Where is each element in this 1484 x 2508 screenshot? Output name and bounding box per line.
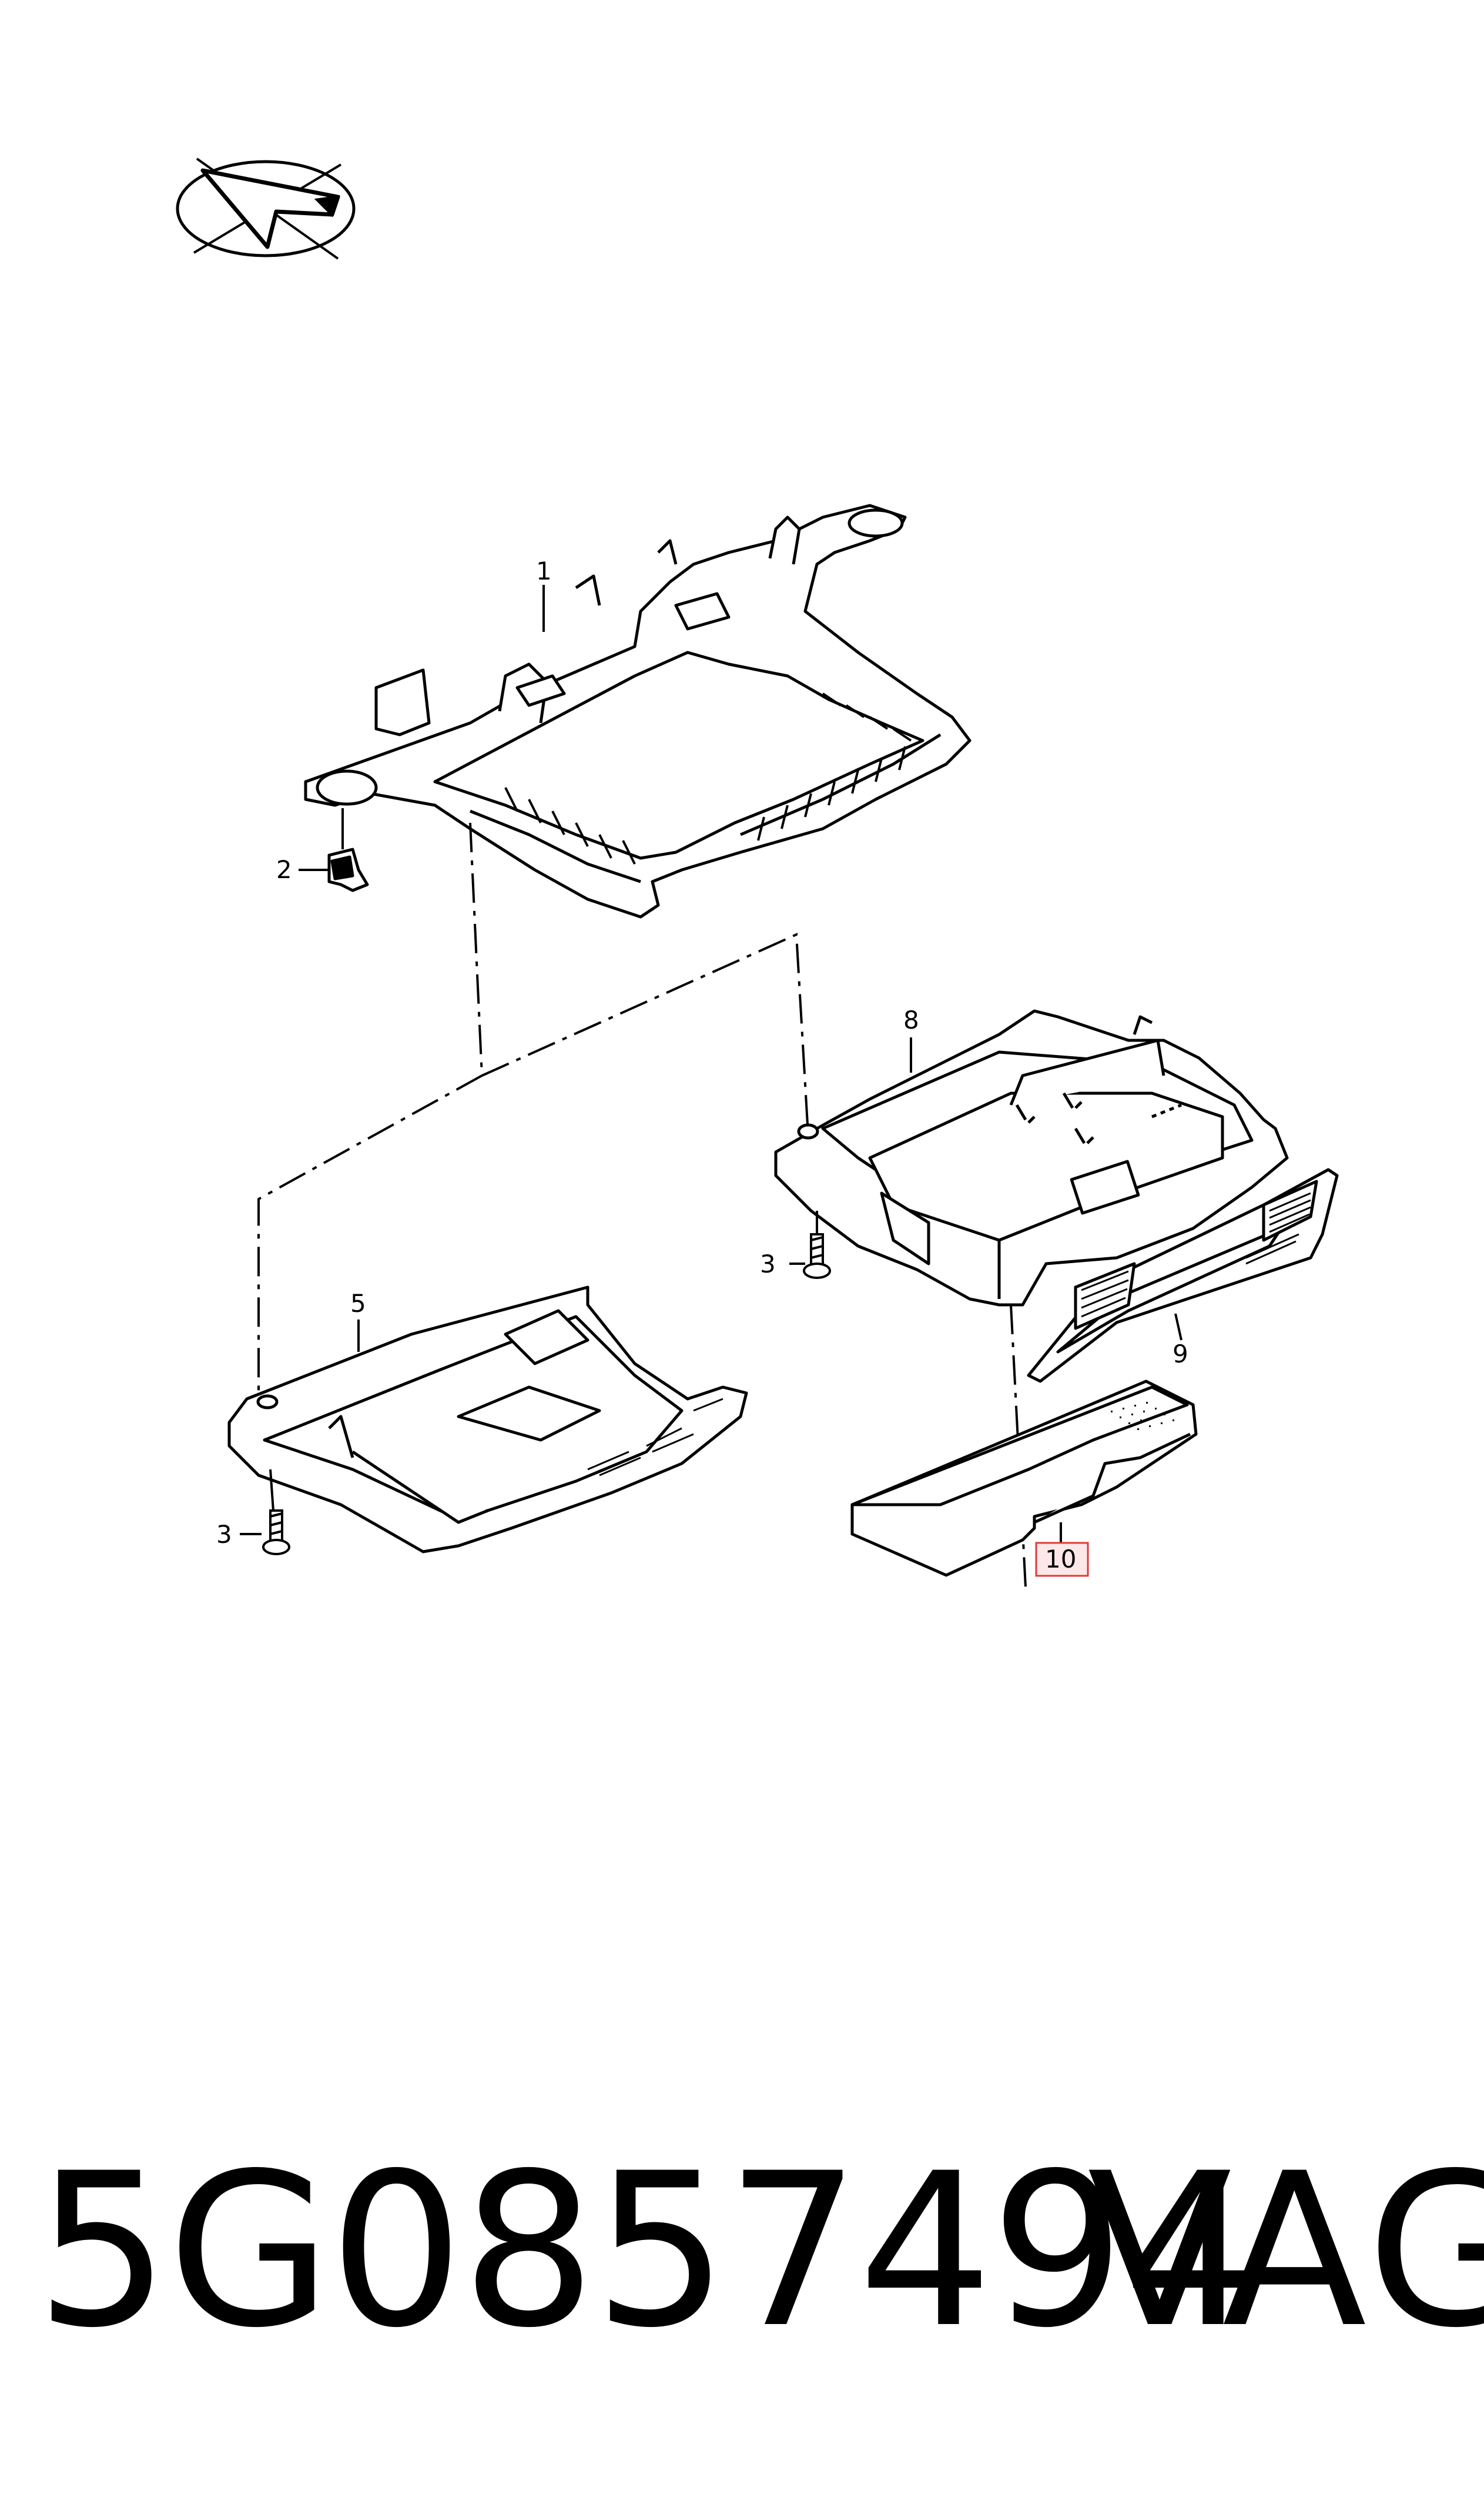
part-number: 5G0857494 bbox=[35, 2128, 1257, 2374]
leader-lines bbox=[299, 585, 1182, 1543]
callout-10: 10 bbox=[1045, 1545, 1076, 1573]
callout-3-upper: 3 bbox=[760, 1250, 776, 1278]
part-10-tray bbox=[850, 1379, 1198, 1577]
part-8-glovebox bbox=[774, 1009, 1289, 1307]
callout-8: 8 bbox=[903, 1006, 919, 1034]
part-3-screw-lower bbox=[262, 1509, 290, 1555]
part-5-hatch bbox=[587, 1398, 723, 1476]
callout-3-lower: 3 bbox=[216, 1520, 232, 1549]
callout-2: 2 bbox=[276, 855, 292, 884]
brand-name: VAG bbox=[1087, 2128, 1484, 2374]
part-9-grille-slats bbox=[1081, 1192, 1311, 1318]
part-1-ribs bbox=[504, 692, 912, 865]
callout-5: 5 bbox=[350, 1289, 366, 1318]
direction-arrow-icon bbox=[176, 158, 356, 260]
part-3-screw-upper bbox=[803, 1233, 831, 1279]
callout-9: 9 bbox=[1173, 1340, 1188, 1368]
part-2-clip bbox=[327, 848, 369, 892]
callout-1: 1 bbox=[536, 557, 552, 585]
callout-10-highlight-box bbox=[1035, 1542, 1089, 1577]
part-1-frame bbox=[304, 504, 972, 919]
part-5-housing bbox=[227, 1285, 748, 1553]
